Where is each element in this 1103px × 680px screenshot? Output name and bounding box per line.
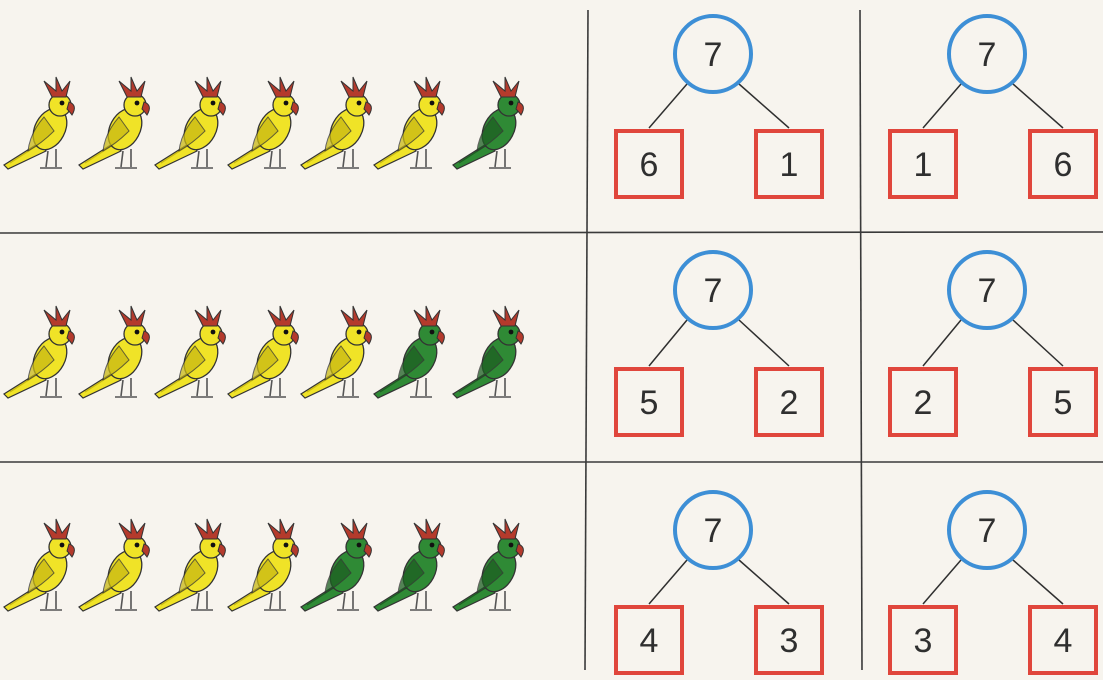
part-number-right: 5	[1054, 384, 1073, 422]
bond-line-right	[739, 560, 789, 604]
part-number-left: 2	[914, 384, 933, 422]
bond-line-right	[739, 320, 789, 366]
parrot-rows	[4, 77, 523, 611]
number-bond-tree: 7 4 3	[616, 492, 822, 673]
grid-lines	[0, 10, 1103, 670]
yellow-parrot	[79, 306, 149, 398]
green-parrot	[374, 519, 444, 611]
bond-line-right	[1013, 560, 1063, 604]
yellow-parrot	[79, 519, 149, 611]
part-number-left: 3	[914, 622, 933, 660]
green-parrot	[374, 306, 444, 398]
yellow-parrot	[4, 519, 74, 611]
green-parrot	[453, 519, 523, 611]
column-divider-line	[585, 10, 588, 670]
green-parrot	[453, 77, 523, 169]
green-parrot	[301, 519, 371, 611]
bond-line-left	[649, 320, 687, 366]
total-number: 7	[978, 512, 997, 550]
yellow-parrot	[4, 306, 74, 398]
part-number-right: 3	[780, 622, 799, 660]
bond-line-left	[649, 84, 687, 128]
total-number: 7	[704, 512, 723, 550]
part-number-left: 6	[640, 146, 659, 184]
total-number: 7	[978, 272, 997, 310]
number-bond-tree: 7 5 2	[616, 252, 822, 435]
yellow-parrot	[4, 77, 74, 169]
yellow-parrot	[228, 519, 298, 611]
bond-line-left	[923, 320, 961, 366]
yellow-parrot	[374, 77, 444, 169]
yellow-parrot	[301, 77, 371, 169]
number-bond-tree: 7 6 1	[616, 16, 822, 197]
part-number-left: 1	[914, 146, 933, 184]
yellow-parrot	[228, 306, 298, 398]
yellow-parrot	[79, 77, 149, 169]
bond-line-left	[923, 560, 961, 604]
bond-line-left	[923, 84, 961, 128]
total-number: 7	[978, 36, 997, 74]
green-parrot	[453, 306, 523, 398]
part-number-right: 1	[780, 146, 799, 184]
bond-line-right	[1013, 84, 1063, 128]
yellow-parrot	[301, 306, 371, 398]
total-number: 7	[704, 36, 723, 74]
part-number-right: 4	[1054, 622, 1073, 660]
part-number-right: 6	[1054, 146, 1073, 184]
bond-line-left	[649, 560, 687, 604]
row-divider-line	[0, 232, 1103, 233]
number-bond-tree: 7 2 5	[890, 252, 1096, 435]
column-divider-line	[860, 10, 862, 670]
number-bond-tree: 7 1 6	[890, 16, 1096, 197]
number-bond-trees: 7 6 1 7 1 6 7 5 2 7 2 5 7 4 3 7 3 4	[616, 16, 1096, 673]
number-bond-tree: 7 3 4	[890, 492, 1096, 673]
yellow-parrot	[155, 306, 225, 398]
part-number-left: 5	[640, 384, 659, 422]
part-number-left: 4	[640, 622, 659, 660]
total-number: 7	[704, 272, 723, 310]
yellow-parrot	[155, 519, 225, 611]
part-number-right: 2	[780, 384, 799, 422]
yellow-parrot	[155, 77, 225, 169]
yellow-parrot	[228, 77, 298, 169]
bond-line-right	[1013, 320, 1063, 366]
bond-line-right	[739, 84, 789, 128]
